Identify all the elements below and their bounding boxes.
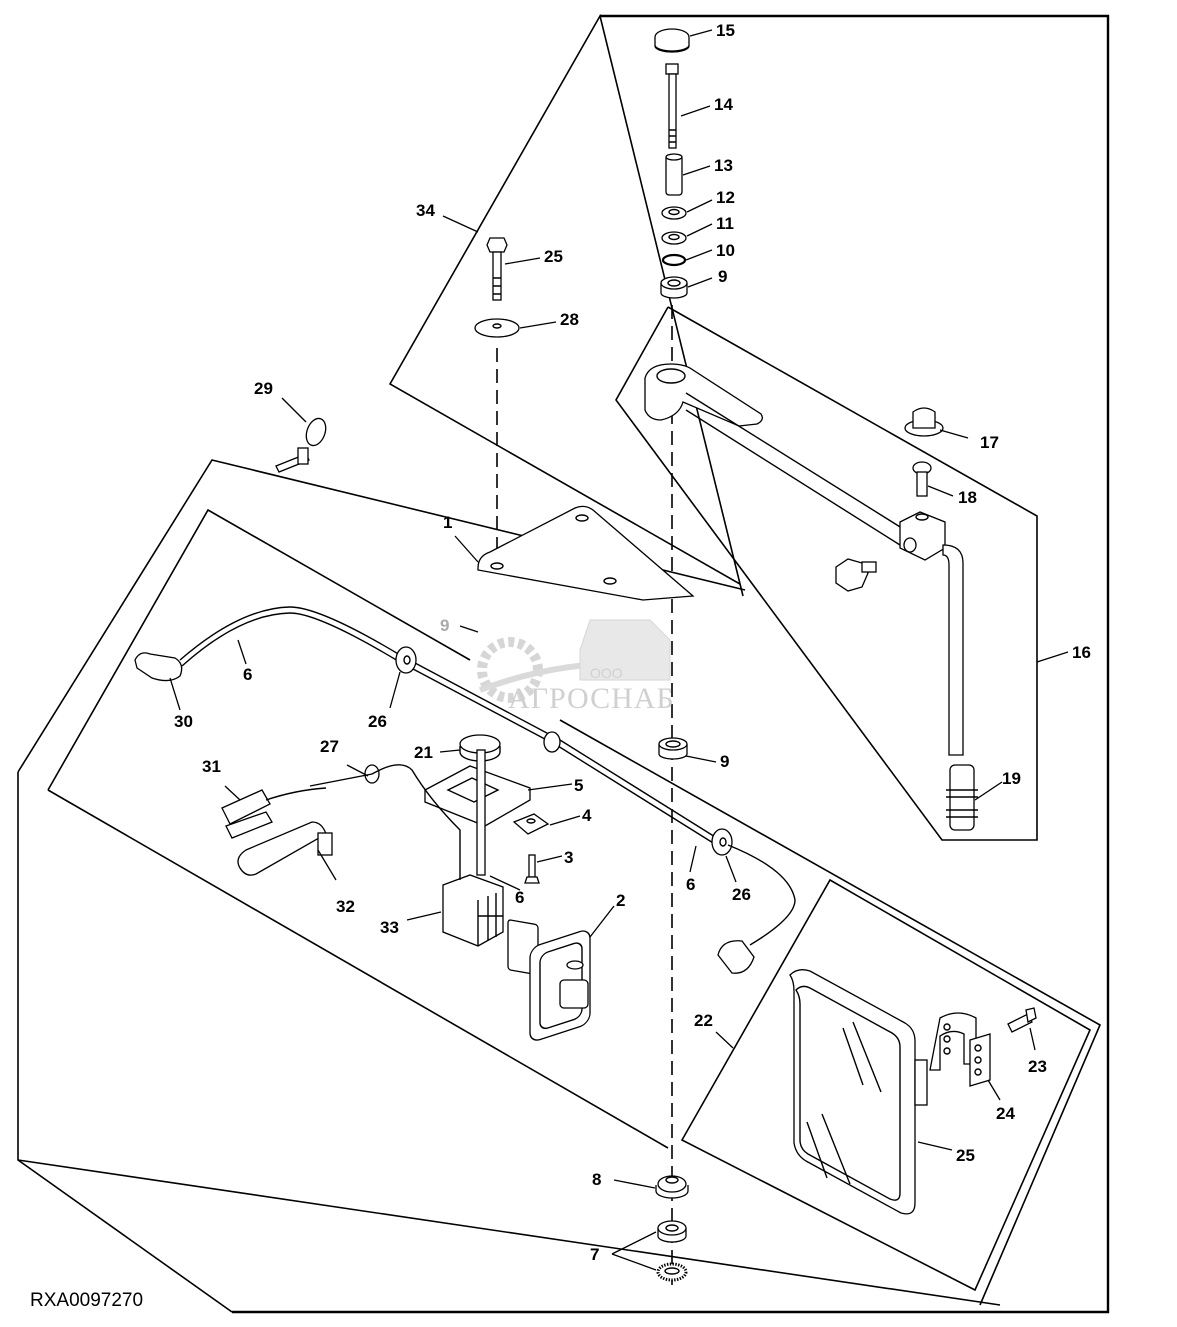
part-32-connector [237, 821, 333, 876]
figure-id: RXA0097270 [30, 1290, 143, 1311]
arm-rod [942, 544, 964, 756]
callout-33: 33 [380, 918, 399, 937]
part-9-bushing-faint [543, 731, 561, 753]
part-10-o-ring [661, 253, 687, 267]
part-25-mirror [789, 969, 928, 1215]
callout-24: 25 [544, 247, 563, 266]
watermark-prefix: ООО [590, 665, 623, 681]
callout-26-left: 26 [368, 712, 387, 731]
callout-6-left: 6 [243, 665, 252, 684]
part-4-clip-nut [512, 813, 550, 835]
callout-9-faint: 9 [440, 616, 449, 635]
part-9-bushing-top [660, 276, 688, 299]
callout-19: 19 [1002, 769, 1021, 788]
callout-3: 3 [564, 848, 573, 867]
callout-8: 8 [592, 1170, 601, 1189]
part-13-sleeve [665, 153, 683, 196]
callout-18: 18 [958, 488, 977, 507]
part-2-mirror-switch [507, 919, 591, 1041]
part-23-clamp [929, 1012, 991, 1087]
callout-30: 30 [174, 712, 193, 731]
callout-13: 13 [714, 156, 733, 175]
harness-inner-frame [47, 508, 471, 791]
leader-lines [169, 29, 1069, 1271]
callout-34: 34 [416, 201, 435, 220]
part-9-bushing-mid [658, 737, 688, 760]
callout-31: 31 [202, 757, 221, 776]
callout-32: 32 [336, 897, 355, 916]
callout-5: 5 [574, 776, 583, 795]
part-15-cap [654, 28, 690, 53]
part-12-washer [661, 206, 687, 220]
assembly-16-frame [615, 306, 1038, 841]
harness-outer-frame-lower [17, 772, 233, 1313]
part-3-screw [524, 854, 540, 884]
callout-16: 16 [1072, 643, 1091, 662]
callout-2: 2 [616, 891, 625, 910]
harness-wire-right [717, 844, 796, 974]
watermark-name: АГРОСНАБ [508, 682, 675, 715]
part-33-connector-block [442, 874, 504, 947]
part-29-clamp [275, 417, 327, 473]
part-27-grommet [309, 764, 461, 880]
lower-frame [559, 719, 1102, 1306]
callout-17: 17 [980, 433, 999, 452]
callout-6-center: 6 [515, 888, 524, 907]
callout-22: 23 [1028, 1057, 1047, 1076]
switch-shaft [476, 749, 486, 876]
callout-26-right: 26 [732, 885, 751, 904]
part-19-fitting [946, 764, 978, 831]
part-24-bolt [486, 237, 508, 301]
part-7-washers [656, 1220, 688, 1282]
mirror-21-frame [680, 878, 1092, 1292]
part-14-bolt [665, 63, 679, 149]
part-31-connector [221, 787, 327, 839]
lower-frame-left [17, 1159, 1001, 1306]
part-8-grommet [655, 1175, 689, 1199]
callout-9-mid: 9 [720, 752, 729, 771]
callout-28: 28 [560, 310, 579, 329]
mirror-arm [644, 363, 906, 546]
callout-10: 10 [716, 241, 735, 260]
callout-9-top: 9 [718, 267, 727, 286]
callout-23: 24 [996, 1104, 1015, 1123]
harness-inner-frame-lower [47, 789, 669, 1149]
callout-25: 25 [956, 1146, 975, 1165]
callout-27: 27 [320, 737, 339, 756]
callout-15: 15 [716, 21, 735, 40]
part-1-bracket [477, 505, 695, 601]
callout-14: 14 [714, 95, 733, 114]
part-11-washer [661, 231, 687, 245]
page-border [232, 14, 1110, 1314]
callout-1: 1 [443, 513, 452, 532]
callout-21: 22 [694, 1011, 713, 1030]
callout-6-right: 6 [686, 875, 695, 894]
part-26-grommet-right [711, 828, 733, 856]
part-22-bolt [1007, 1007, 1037, 1033]
callout-12: 12 [716, 188, 735, 207]
part-17-cap [904, 407, 944, 437]
pivot-block [899, 511, 946, 561]
callout-20: 21 [414, 743, 433, 762]
callout-29: 29 [254, 379, 273, 398]
kit-34-frame [388, 13, 744, 597]
part-28-washer [474, 318, 520, 338]
harness-wire-upper [134, 606, 721, 847]
part-26-grommet-left [395, 646, 417, 674]
callout-11: 11 [716, 214, 734, 233]
adjustment-knob [835, 558, 877, 592]
callout-4: 4 [582, 806, 592, 825]
part-18-screw [912, 461, 932, 497]
callout-7: 7 [590, 1245, 599, 1264]
watermark-logo: ООО АГРОСНАБ [477, 619, 675, 715]
